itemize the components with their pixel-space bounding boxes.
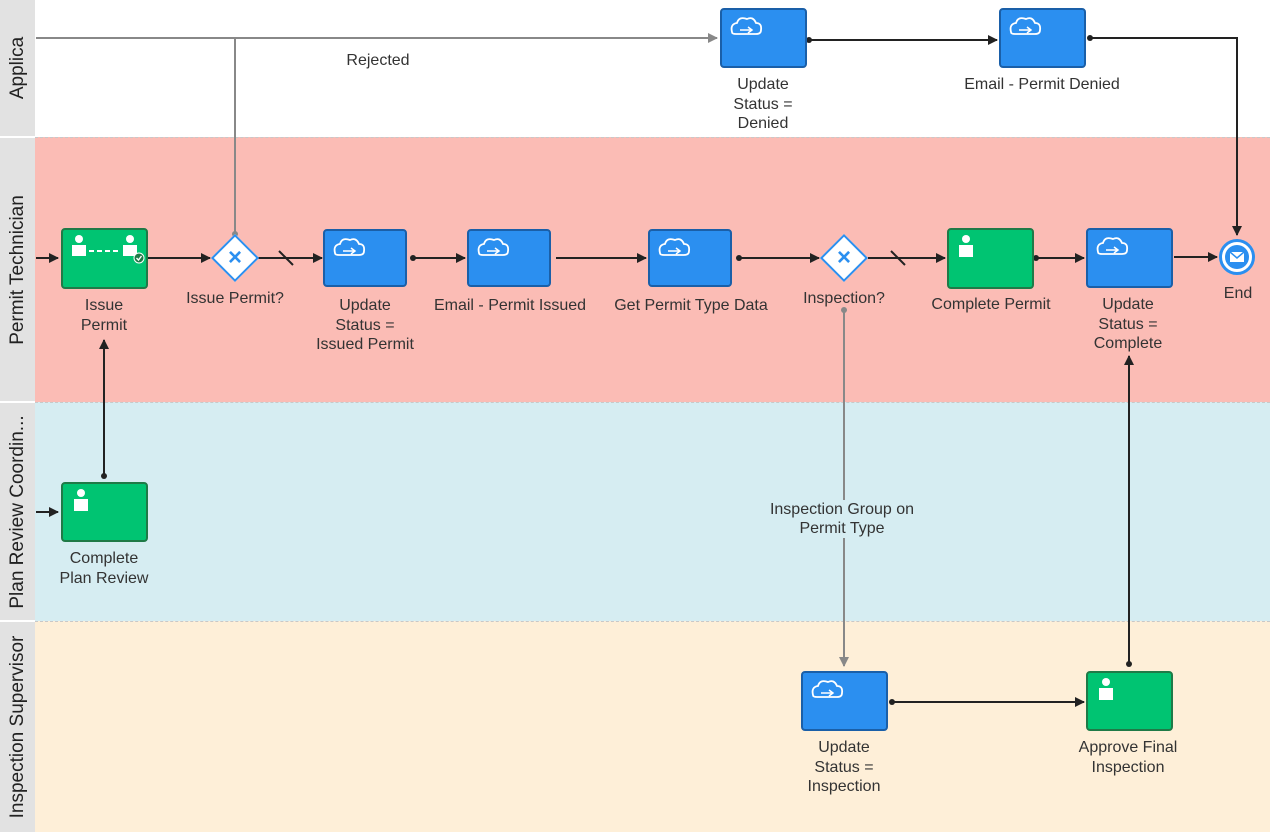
flow-line: [1090, 37, 1242, 236]
update-status-denied-label: Update Status = Denied: [733, 76, 793, 132]
flow-dot: [1126, 661, 1132, 667]
flow-label-inspection-group: Inspection Group on Permit Type: [757, 500, 927, 538]
email-permit-issued-label: Email - Permit Issued: [433, 297, 587, 314]
complete-plan-review-task[interactable]: [61, 482, 148, 542]
update-status-issued-label: Update Status = Issued Permit: [316, 297, 414, 353]
user-task-icon: [74, 489, 88, 511]
cloud-service-icon: [1009, 17, 1042, 35]
flow-label-rejected: Rejected: [346, 52, 410, 69]
issue-permit-label: Issue Permit: [80, 297, 128, 334]
approval-user-icon: [72, 235, 145, 264]
flow-dot: [806, 37, 812, 43]
end-event[interactable]: [1219, 239, 1255, 275]
user-task-icon: [1099, 678, 1113, 700]
lane-label-plan-review[interactable]: Plan Review Coordin...: [0, 403, 35, 620]
inspection-supervisor-lane: [35, 621, 1270, 832]
approve-final-inspection-label: Approve Final Inspection: [1078, 739, 1178, 776]
cloud-service-icon: [658, 238, 691, 256]
exclusive-gateway-icon: ×: [836, 244, 852, 271]
lane-label-permit-technician[interactable]: Permit Technician: [0, 138, 35, 401]
end-label: End: [1223, 285, 1253, 302]
issue-permit-gateway-label: Issue Permit?: [186, 290, 284, 307]
lane-divider: [35, 137, 1270, 138]
cloud-service-icon: [730, 17, 763, 35]
email-permit-issued-task[interactable]: [467, 229, 551, 287]
complete-plan-review-label: Complete Plan Review: [59, 550, 149, 587]
complete-permit-label: Complete Permit: [931, 296, 1051, 313]
get-permit-type-label: Get Permit Type Data: [614, 297, 768, 314]
update-status-issued-task[interactable]: [323, 229, 407, 287]
lane-divider: [35, 402, 1270, 403]
default-flow-marker: [278, 250, 294, 266]
lane-label-inspection-supervisor[interactable]: Inspection Supervisor: [0, 622, 35, 832]
flow-dot: [1087, 35, 1093, 41]
default-flow-marker: [890, 250, 906, 266]
lane-divider: [35, 621, 1270, 622]
complete-permit-task[interactable]: [947, 228, 1034, 289]
cloud-service-icon: [477, 238, 510, 256]
email-permit-denied-label: Email - Permit Denied: [964, 76, 1120, 93]
flow-dot: [1033, 255, 1039, 261]
plan-review-lane: [35, 402, 1270, 621]
cloud-service-icon: [811, 680, 844, 698]
flow-dot: [841, 307, 847, 313]
flow-dot: [736, 255, 742, 261]
message-end-icon: [1225, 245, 1249, 269]
flow-dot: [889, 699, 895, 705]
update-status-complete-label: Update Status = Complete: [1093, 296, 1163, 352]
email-permit-denied-task[interactable]: [999, 8, 1086, 68]
inspection-gateway-label: Inspection?: [803, 290, 885, 307]
lane-label-applicant[interactable]: Applica: [0, 0, 35, 136]
update-status-complete-task[interactable]: [1086, 228, 1173, 288]
issue-permit-task[interactable]: [61, 228, 148, 289]
approve-final-inspection-task[interactable]: [1086, 671, 1173, 731]
flow-dot: [410, 255, 416, 261]
update-status-inspection-task[interactable]: [801, 671, 888, 731]
flow-dot: [101, 473, 107, 479]
update-status-inspection-label: Update Status = Inspection: [807, 739, 881, 795]
cloud-service-icon: [333, 238, 366, 256]
cloud-service-icon: [1096, 237, 1129, 255]
user-task-icon: [959, 235, 973, 257]
update-status-denied-task[interactable]: [720, 8, 807, 68]
get-permit-type-task[interactable]: [648, 229, 732, 287]
exclusive-gateway-icon: ×: [227, 244, 243, 271]
